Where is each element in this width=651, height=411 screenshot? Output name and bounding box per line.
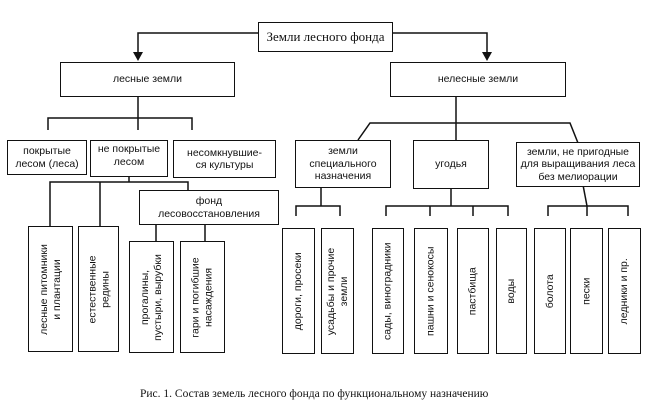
root-label: Земли лесного фонда xyxy=(266,28,385,44)
forest-lands-node: лесные земли xyxy=(60,62,235,97)
burnt-node: гари и погибшие насаждения xyxy=(180,241,225,353)
connector-unsuitable-trunk xyxy=(582,184,588,207)
connector-unsuitable-bar xyxy=(547,205,629,216)
covered-node: покрытые лесом (леса) xyxy=(7,140,87,175)
estates-label: усадьбы и прочие земли xyxy=(325,247,350,335)
connector-special-bar xyxy=(295,205,341,216)
unsuitable-lands-node: земли, не пригодные для выращивания леса… xyxy=(516,142,640,187)
arrow-down-icon xyxy=(133,52,143,61)
natural-sparse-label: естественные редины xyxy=(86,255,111,323)
roads-label: дороги, просеки xyxy=(292,251,305,331)
lands-node: угодья xyxy=(413,140,489,189)
waters-node: воды xyxy=(496,228,527,354)
reforestation-fund-label: фонд лесовосстановления xyxy=(158,195,260,220)
nonforest-lands-label: нелесные земли xyxy=(437,73,519,86)
root-node: Земли лесного фонда xyxy=(258,22,393,52)
waters-label: воды xyxy=(505,278,518,304)
figure-caption: Рис. 1. Состав земель лесного фонда по ф… xyxy=(140,388,489,400)
arable-node: пашни и сенокосы xyxy=(414,228,448,354)
pastures-node: пастбища xyxy=(457,228,489,354)
lands-label: угодья xyxy=(435,158,467,171)
glaciers-node: ледники и пр. xyxy=(608,228,641,354)
sands-label: пески xyxy=(580,277,593,305)
swamps-label: болота xyxy=(543,273,556,309)
special-purpose-node: земли специального назначения xyxy=(295,140,391,188)
pastures-label: пастбища xyxy=(466,267,479,315)
nonforest-lands-node: нелесные земли xyxy=(390,62,566,97)
connector-uncovered-bar xyxy=(49,181,189,226)
forest-lands-label: лесные земли xyxy=(112,73,183,86)
uncovered-label: не покрытые лесом xyxy=(97,143,161,168)
unclosed-cultures-label: несомкнувшие- ся культуры xyxy=(187,146,262,172)
uncovered-node: не покрытые лесом xyxy=(90,140,168,177)
arable-label: пашни и сенокосы xyxy=(424,246,437,336)
burnt-label: гари и погибшие насаждения xyxy=(190,256,215,338)
roads-node: дороги, просеки xyxy=(282,228,315,354)
nurseries-label: лесные питомники и плантации xyxy=(38,243,63,335)
connector-root-nonforest xyxy=(393,32,488,54)
unsuitable-lands-label: земли, не пригодные для выращивания леса… xyxy=(520,145,636,183)
arrow-down-icon xyxy=(482,52,492,61)
reforestation-fund-node: фонд лесовосстановления xyxy=(139,190,279,225)
unclosed-cultures-node: несомкнувшие- ся культуры xyxy=(173,140,276,178)
glades-node: прогалины, пустыри, вырубки xyxy=(129,241,174,353)
covered-label: покрытые лесом (леса) xyxy=(15,145,79,170)
sands-node: пески xyxy=(570,228,603,354)
gardens-node: сады, виноградники xyxy=(372,228,404,354)
connector-nonforest-bar xyxy=(357,122,579,144)
estates-node: усадьбы и прочие земли xyxy=(321,228,354,354)
natural-sparse-node: естественные редины xyxy=(78,226,119,352)
connector-forest-bar xyxy=(47,117,193,130)
special-purpose-label: земли специального назначения xyxy=(309,145,377,183)
connector-root-forest xyxy=(137,32,258,54)
connector-lands-bar xyxy=(385,205,509,216)
glaciers-label: ледники и пр. xyxy=(618,257,631,325)
gardens-label: сады, виноградники xyxy=(381,242,394,340)
glades-label: прогалины, пустыри, вырубки xyxy=(139,253,164,341)
nurseries-node: лесные питомники и плантации xyxy=(28,226,73,352)
swamps-node: болота xyxy=(534,228,566,354)
